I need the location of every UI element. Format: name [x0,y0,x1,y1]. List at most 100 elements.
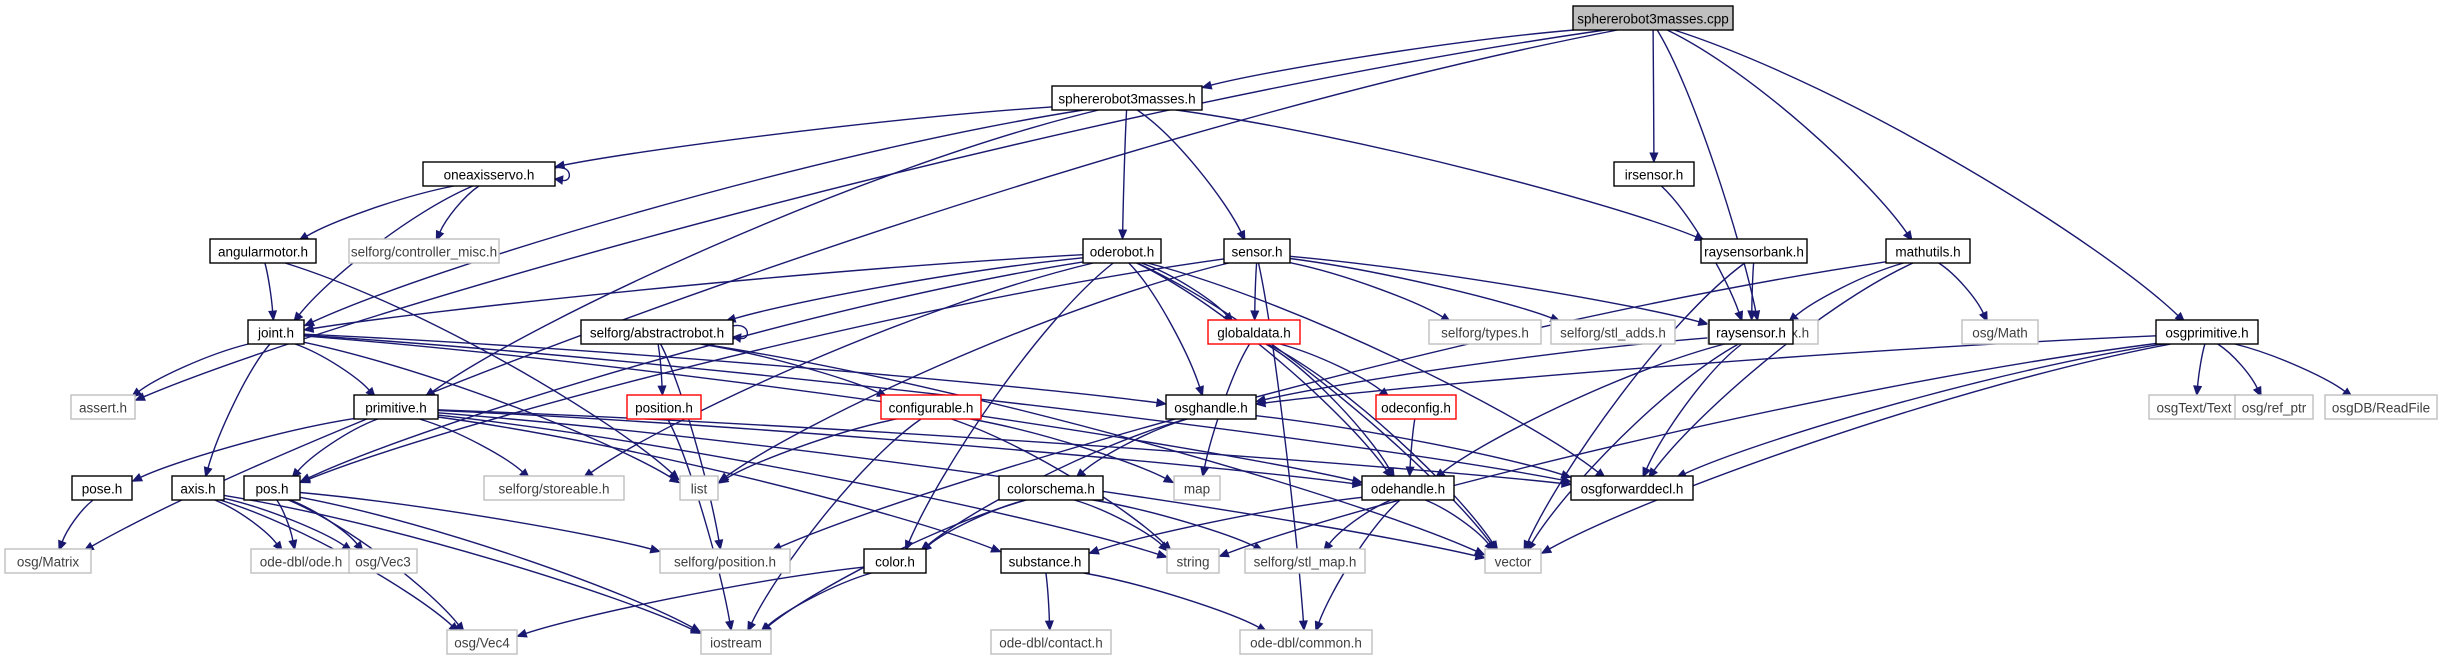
edge-osgprimitive_h-to-osgdb_readfile [2234,343,2354,398]
node-colorschema-h[interactable]: colorschema.h [998,475,1104,501]
edge-configurable_h-to-iostream [747,418,922,633]
edge-selforg_abstractrobot_h-to-selforg_abstractrobot_h [731,324,748,343]
node-box [1082,238,1162,264]
node-substance-h[interactable]: substance.h [1000,548,1090,574]
edge-sphererobot3masses_h-to-oderobot_h [1118,109,1128,241]
edge-sensor_h-to-globaldata_h [1250,262,1260,322]
edge-sphererobot3masses_h-to-oneaxisservo_h [553,106,1053,170]
node-box [1051,85,1203,111]
edge-pos_h-to-iostream [299,496,702,633]
node-raysensor-h[interactable]: raysensor.h [1708,319,1794,345]
node-label: selforg/stl_adds.h [1560,326,1666,341]
node-box [483,475,625,501]
node-box [1223,238,1291,264]
node-selforg-position-h: selforg/position.h [659,548,791,574]
edge-position_h-to-iostream [667,418,735,632]
node-box [2148,394,2240,420]
node-box [2324,394,2438,420]
node-osgprimitive-h[interactable]: osgprimitive.h [2155,319,2259,345]
node-label: odeconfig.h [1381,401,1451,416]
node-box [1244,548,1366,574]
edge-odehandle_h-to-selforg_stl_map_h [1323,499,1392,553]
node-box [348,548,418,574]
node-odeconfig-h[interactable]: odeconfig.h [1375,394,1457,420]
node-label: string [1176,555,1209,570]
node-sensor-h[interactable]: sensor.h [1223,238,1291,264]
node-selforg-abstractrobot-h[interactable]: selforg/abstractrobot.h [580,319,734,345]
node-box [1613,161,1695,187]
node-label: pose.h [82,482,123,497]
edge-globaldata_h-to-odehandle_h [1265,343,1395,479]
node-box [1165,394,1257,420]
node-osghandle-h[interactable]: osghandle.h [1165,394,1257,420]
node-osgtext-text: osgText/Text [2148,394,2240,420]
edge-joint_h-to-list [303,341,681,484]
node-pose-h[interactable]: pose.h [71,475,133,501]
node-color-h[interactable]: color.h [863,548,927,574]
node-label: osghandle.h [1174,401,1248,416]
node-label: colorschema.h [1007,482,1095,497]
node-label: color.h [875,555,915,570]
node-label: map [1184,482,1210,497]
node-box [1570,475,1694,501]
node-label: substance.h [1009,555,1082,570]
edge-sphererobot3masses_cpp-to-assert_h [134,29,1606,401]
node-sphererobot3masses-cpp[interactable]: sphererobot3masses.cpp [1572,5,1734,31]
node-raysensorbank-h[interactable]: raysensorbank.h [1700,238,1808,264]
node-label: raysensorbank.h [1704,245,1804,260]
node-sphererobot3masses-h[interactable]: sphererobot3masses.h [1051,85,1203,111]
node-label: angularmotor.h [218,245,308,260]
node-assert-h: assert.h [70,394,136,420]
edge-joint_h-to-osghandle_h [303,333,1168,408]
node-irsensor-h[interactable]: irsensor.h [1613,161,1695,187]
node-oneaxisservo-h[interactable]: oneaxisservo.h [422,161,556,187]
node-position-h[interactable]: position.h [626,394,702,420]
node-box [353,394,439,420]
edge-oneaxisservo_h-to-oneaxisservo_h [553,166,570,185]
node-joint-h[interactable]: joint.h [247,319,305,345]
node-configurable-h[interactable]: configurable.h [880,394,982,420]
node-primitive-h[interactable]: primitive.h [353,394,439,420]
node-box [1550,319,1676,345]
node-label: selforg/stl_map.h [1254,555,1357,570]
node-osg-math: osg/Math [1961,319,2039,345]
node-label: raysensor.h [1716,326,1786,341]
edge-joint_h-to-primitive_h [294,343,376,398]
node-osg-matrix: osg/Matrix [4,548,92,574]
node-globaldata-h[interactable]: globaldata.h [1207,319,1301,345]
node-angularmotor-h[interactable]: angularmotor.h [209,238,317,264]
node-box [1173,475,1221,501]
node-box [1375,394,1457,420]
node-box [580,319,734,345]
node-pos-h[interactable]: pos.h [243,475,301,501]
node-box [70,394,136,420]
node-odehandle-h[interactable]: odehandle.h [1361,475,1455,501]
node-ode-dbl-ode-h: ode-dbl/ode.h [250,548,352,574]
node-label: assert.h [79,401,127,416]
edge-sphererobot3masses_cpp-to-sphererobot3masses_h [1200,29,1575,90]
node-label: primitive.h [365,401,427,416]
node-label: axis.h [180,482,215,497]
node-string: string [1166,548,1220,574]
edge-angularmotor_h-to-joint_h [264,262,278,322]
node-box [209,238,317,264]
node-label: odehandle.h [1371,482,1445,497]
node-iostream: iostream [700,629,772,655]
node-mathutils-h[interactable]: mathutils.h [1885,238,1971,264]
node-box [1484,548,1542,574]
node-box [1166,548,1220,574]
edge-pos_h-to-ode_dbl_ode_h [276,499,298,551]
node-label: sphererobot3masses.cpp [1577,12,1729,27]
node-box [863,548,927,574]
edge-sphererobot3masses_cpp-to-irsensor_h [1649,29,1659,164]
node-osgforwarddecl-h[interactable]: osgforwarddecl.h [1570,475,1694,501]
node-axis-h[interactable]: axis.h [171,475,225,501]
node-label: sensor.h [1231,245,1282,260]
node-map: map [1173,475,1221,501]
node-label: osgprimitive.h [2165,326,2248,341]
node-oderobot-h[interactable]: oderobot.h [1082,238,1162,264]
edge-odehandle_h-to-substance_h [1088,496,1363,555]
node-box [1708,319,1794,345]
node-label: mathutils.h [1895,245,1960,260]
edge-oneaxisservo_h-to-selforg_controller_misc_h [435,185,480,242]
